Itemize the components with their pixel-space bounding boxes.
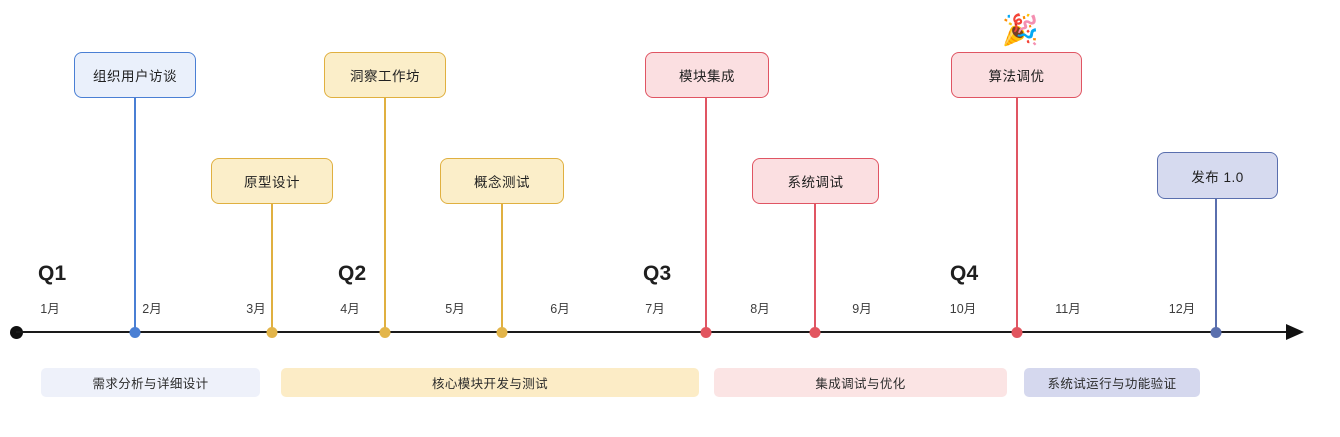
milestone-dot[interactable] [809,327,821,338]
month-label: 12月 [1168,302,1196,316]
month-label: 1月 [40,302,60,316]
milestone-dot[interactable] [1011,327,1023,338]
milestone-box[interactable]: 洞察工作坊 [324,52,446,98]
month-label: 10月 [949,302,977,316]
milestone-dot[interactable] [700,327,712,338]
quarter-label-q4: Q4 [950,262,979,285]
month-label: 9月 [852,302,872,316]
milestone-dot[interactable] [1210,327,1222,338]
milestone-dot[interactable] [379,327,391,338]
milestone-connector-line [384,98,386,332]
milestone-box[interactable]: 组织用户访谈 [74,52,196,98]
month-label: 11月 [1055,302,1081,316]
milestone-box[interactable]: 发布 1.0 [1157,152,1278,199]
quarter-label-q1: Q1 [38,262,67,285]
milestone-box[interactable]: 系统调试 [752,158,879,204]
milestone-connector-line [501,204,503,332]
month-label: 3月 [246,302,266,316]
month-label: 4月 [340,302,360,316]
phase-bar[interactable]: 需求分析与详细设计 [41,368,260,397]
milestone-connector-line [814,204,816,332]
milestone-box[interactable]: 模块集成 [645,52,769,98]
month-label: 8月 [750,302,770,316]
axis-arrow-icon [1286,324,1304,340]
quarter-label-q3: Q3 [643,262,672,285]
milestone-connector-line [271,204,273,332]
milestone-box[interactable]: 原型设计 [211,158,333,204]
month-label: 7月 [645,302,665,316]
phase-bar[interactable]: 核心模块开发与测试 [281,368,699,397]
phase-bar[interactable]: 系统试运行与功能验证 [1024,368,1200,397]
milestone-connector-line [134,98,136,332]
phase-bar[interactable]: 集成调试与优化 [714,368,1007,397]
milestone-connector-line [1016,98,1018,332]
party-popper-icon: 🎉 [1001,14,1039,47]
milestone-box[interactable]: 算法调优 [951,52,1082,98]
month-label: 5月 [445,302,465,316]
milestone-connector-line [1215,199,1217,332]
milestone-connector-line [705,98,707,332]
month-label: 2月 [142,302,162,316]
milestone-dot[interactable] [496,327,508,338]
timeline-axis [16,331,1290,333]
milestone-box[interactable]: 概念测试 [440,158,564,204]
month-label: 6月 [550,302,570,316]
milestone-dot[interactable] [266,327,278,338]
milestone-dot[interactable] [129,327,141,338]
quarter-label-q2: Q2 [338,262,367,285]
